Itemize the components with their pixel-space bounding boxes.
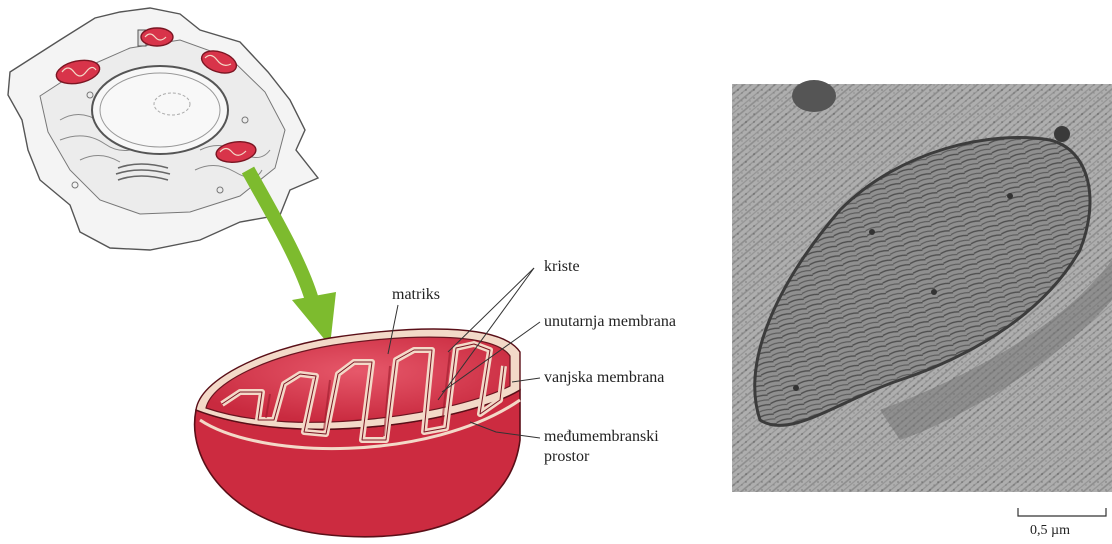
label-intermembrane-space-line2: prostor <box>544 448 589 466</box>
label-inner-membrane: unutarnja membrana <box>544 313 676 331</box>
electron-micrograph <box>732 80 1112 492</box>
zoom-arrow <box>248 170 336 346</box>
label-outer-membrane: vanjska membrana <box>544 369 664 387</box>
scale-bar-label: 0,5 µm <box>1030 522 1070 540</box>
nucleus <box>92 66 228 154</box>
scale-bar <box>1018 508 1106 516</box>
label-kriste: kriste <box>544 258 580 276</box>
label-matriks: matriks <box>392 286 440 304</box>
micrograph-dark-blob <box>792 80 836 112</box>
mitochondrion-illustration <box>195 329 520 537</box>
label-intermembrane-space: međumembranski <box>544 428 659 446</box>
